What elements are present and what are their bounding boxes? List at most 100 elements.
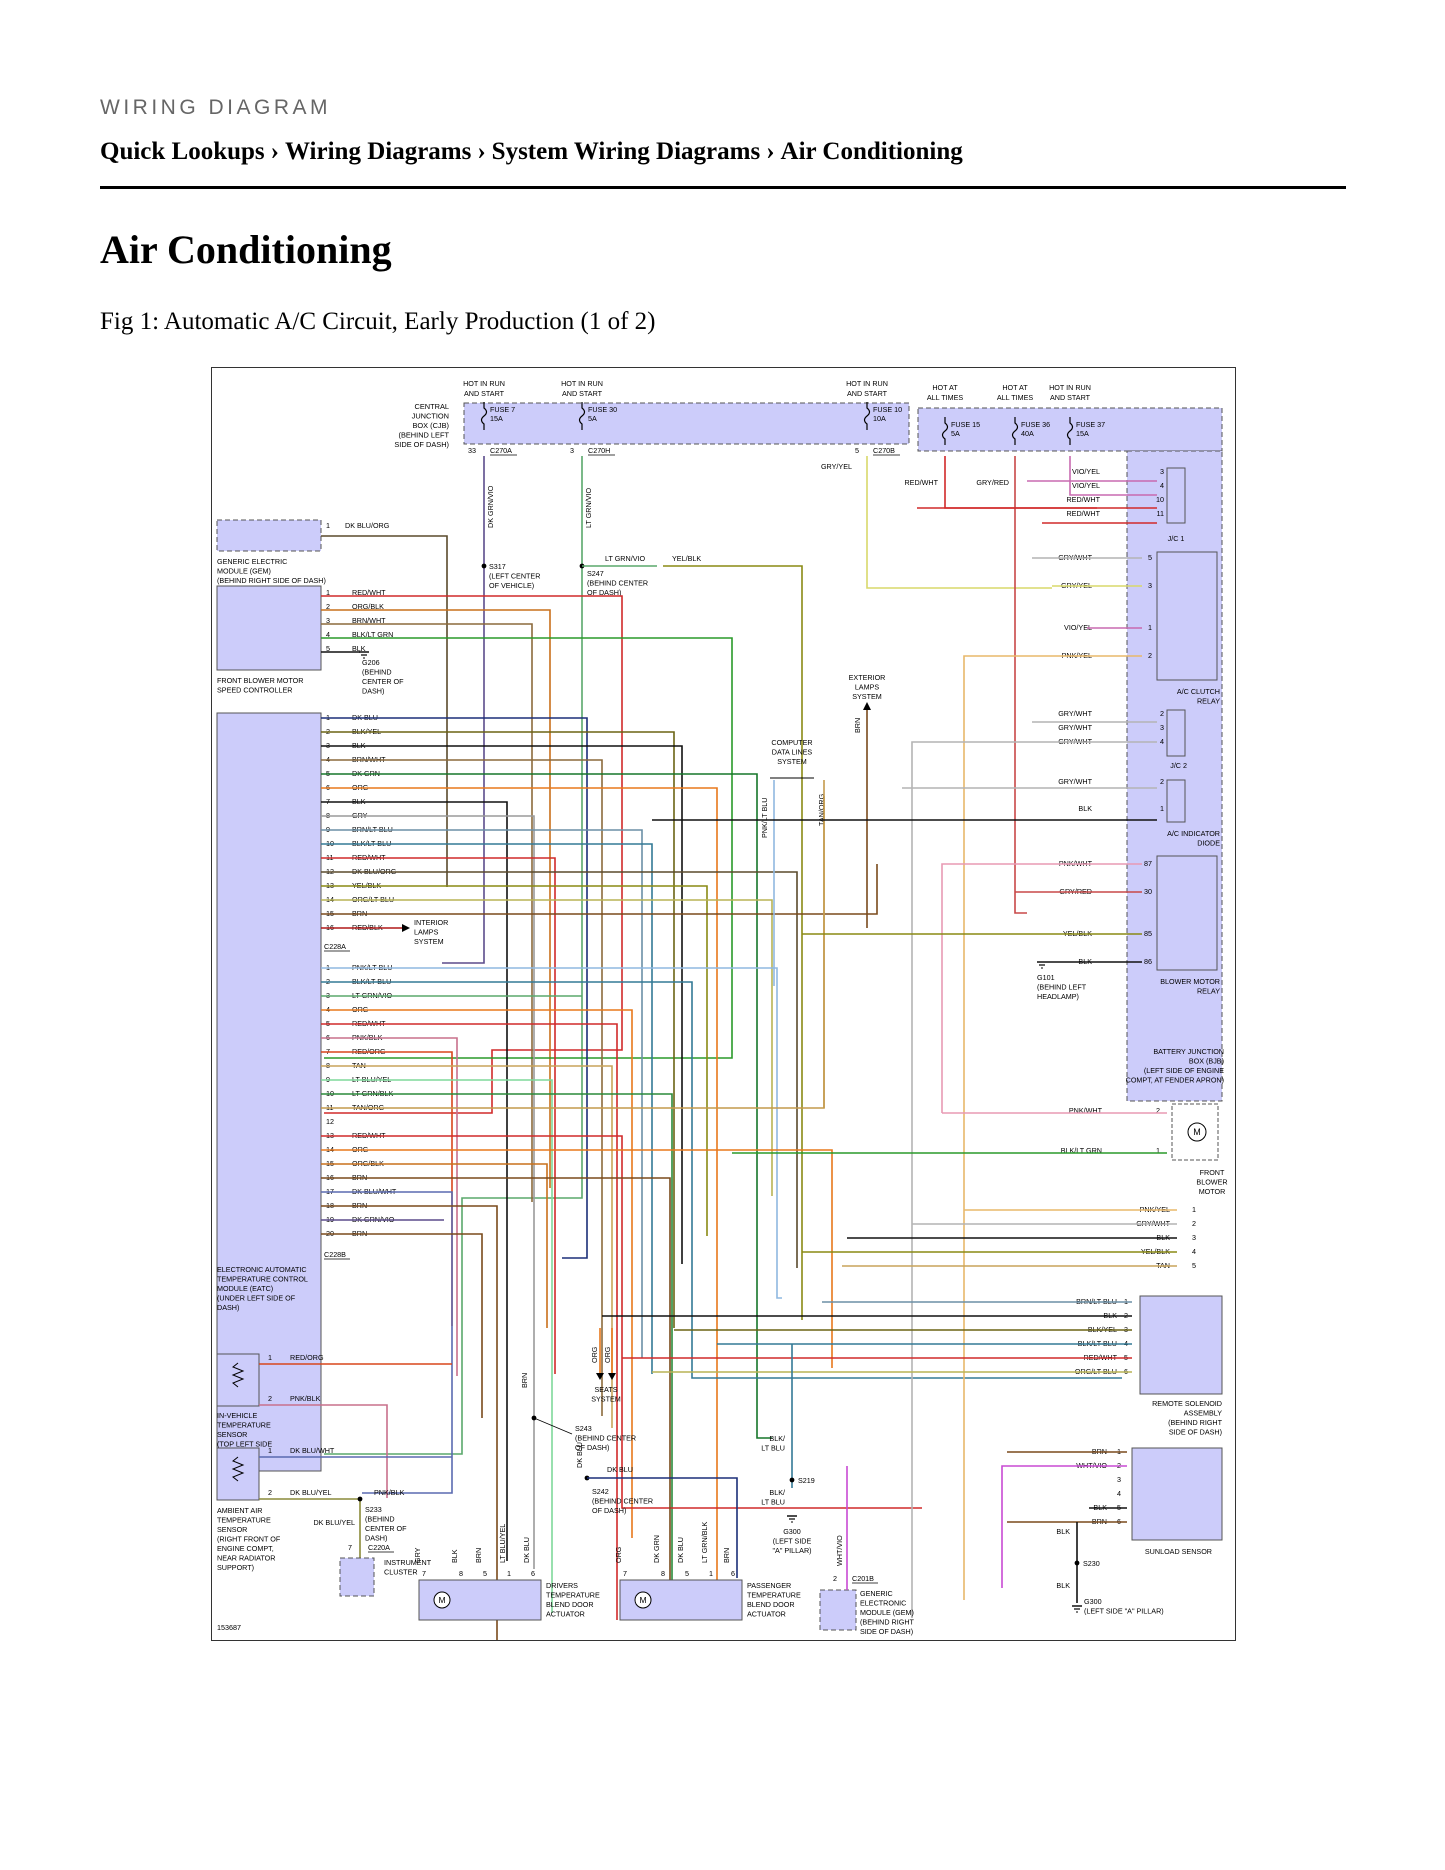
arrow-icon — [596, 1373, 604, 1380]
g101-label: HEADLAMP) — [1037, 992, 1079, 1001]
cjb-label: BOX (CJB) — [412, 421, 449, 430]
figure-caption: Fig 1: Automatic A/C Circuit, Early Prod… — [100, 308, 656, 335]
wire-dk-grn-vio — [442, 456, 485, 964]
s230-label: S230 — [1083, 1559, 1100, 1568]
s233-label: CENTER OF — [365, 1524, 407, 1533]
ac-clutch-label: A/C CLUTCH — [1177, 687, 1220, 696]
breadcrumb-separator: › — [766, 138, 775, 165]
connector-id: C201B — [852, 1574, 874, 1583]
s243-leader — [533, 1417, 573, 1435]
pin-number: 2 — [326, 602, 330, 611]
bjb-label: COMPT, AT FENDER APRON) — [1126, 1076, 1224, 1085]
eatc-label: (UNDER LEFT SIDE OF — [217, 1294, 296, 1303]
fuse-rating: 5A — [951, 429, 960, 438]
pin-number: 85 — [1144, 929, 1152, 938]
wire-label: RED/WHT — [1066, 509, 1100, 518]
pin-number: 3 — [326, 616, 330, 625]
ambient-label: AMBIENT AIR — [217, 1506, 262, 1515]
pin-number: 7 — [348, 1543, 352, 1552]
fuse-label: FUSE 15 — [951, 420, 980, 429]
wire-label: LT BLU — [761, 1498, 785, 1507]
wire-vio-yel — [1069, 456, 1157, 496]
wire-c228a-9 — [321, 829, 643, 1358]
g101-label: (BEHIND LEFT — [1037, 983, 1087, 992]
pin-number: 1 — [326, 588, 330, 597]
wire-c228a-14 — [321, 899, 773, 1196]
fuse-label: FUSE 30 — [588, 405, 617, 414]
instrument-cluster-box — [339, 1557, 375, 1597]
s317-label: (LEFT CENTER — [489, 572, 540, 581]
exterior-lamps-label: SYSTEM — [852, 692, 882, 701]
computer-data-label: DATA LINES — [772, 748, 813, 757]
jc1-box — [1166, 467, 1186, 524]
g300-a-label: (LEFT SIDE — [773, 1537, 812, 1546]
wire-label: RED/WHT — [904, 478, 938, 487]
s233-label: DASH) — [365, 1534, 387, 1543]
wire-label: DK BLU/ORG — [345, 521, 390, 530]
fuse-supply-label: ALL TIMES — [927, 393, 964, 402]
seats-system-label: SYSTEM — [591, 1395, 621, 1404]
wire-label: BLK/ — [769, 1434, 785, 1443]
wire-label: GRY/YEL — [821, 462, 852, 471]
wire-c228b-20 — [321, 1233, 483, 1418]
pin-number: 1 — [507, 1569, 511, 1578]
eatc-box — [216, 712, 322, 1472]
wire-label: BRN — [474, 1548, 483, 1563]
ambient-label: ENGINE COMPT, — [217, 1544, 274, 1553]
breadcrumb-item-air-conditioning[interactable]: Air Conditioning — [780, 138, 963, 165]
breadcrumb: Quick Lookups›Wiring Diagrams›System Wir… — [100, 138, 963, 166]
wire-label: DK BLU — [575, 1442, 584, 1468]
wire-c228a-2 — [321, 731, 675, 1328]
gem-bottom-label: GENERIC — [860, 1589, 893, 1598]
fuse-supply-label: AND START — [1050, 393, 1091, 402]
header-divider — [100, 186, 1346, 189]
wire-label: YEL/BLK — [672, 554, 701, 563]
pin-number: 4 — [1192, 1247, 1196, 1256]
blower-relay-label: BLOWER MOTOR — [1160, 977, 1220, 986]
connector-id: C228B — [324, 1250, 346, 1259]
pin-number: 3 — [1160, 467, 1164, 476]
driver-motor-icon — [433, 1591, 451, 1609]
pin-number: 6 — [531, 1569, 535, 1578]
breadcrumb-item-quick-lookups[interactable]: Quick Lookups — [100, 138, 265, 165]
ac-diode-label: A/C INDICATOR — [1167, 829, 1220, 838]
pin-number: 4 — [1160, 481, 1164, 490]
breadcrumb-item-system-wiring-diagrams[interactable]: System Wiring Diagrams — [491, 138, 761, 165]
wire-c228b-11 — [321, 796, 825, 1109]
drivers-actuator-label: ACTUATOR — [546, 1610, 585, 1619]
pin-number: 5 — [483, 1569, 487, 1578]
pin-number: 87 — [1144, 859, 1152, 868]
drivers-actuator-label: TEMPERATURE — [546, 1591, 600, 1600]
g300-a-label: G300 — [783, 1527, 801, 1536]
cjb-label: CENTRAL — [415, 402, 450, 411]
driver-motor-icon: M — [438, 1595, 445, 1605]
g300-b-label: G300 — [1084, 1597, 1102, 1606]
wire-blk-lt-grn — [321, 637, 733, 1059]
bjb-box — [1126, 450, 1223, 1102]
connector-pin: 5 — [855, 446, 859, 455]
wire-label: BRN/WHT — [352, 616, 386, 625]
in-vehicle-label: SENSOR — [217, 1430, 247, 1439]
computer-data-label: COMPUTER — [771, 738, 812, 747]
breadcrumb-item-wiring-diagrams[interactable]: Wiring Diagrams — [285, 138, 472, 165]
fuse-symbol — [480, 402, 488, 430]
fuse-rating: 5A — [588, 414, 597, 423]
wire-c228b-5 — [321, 1023, 618, 1620]
wire-label: LT GRN/VIO — [584, 488, 593, 528]
sunload-label: SUNLOAD SENSOR — [1145, 1547, 1212, 1556]
s247-label: S247 — [587, 569, 604, 578]
g300-b-label: (LEFT SIDE "A" PILLAR) — [1084, 1607, 1164, 1616]
s247-label: OF DASH) — [587, 588, 621, 597]
wire-lt-grn-vio — [324, 456, 583, 1455]
fuse-rating: 15A — [1076, 429, 1089, 438]
fuse-symbol — [863, 402, 871, 430]
interior-lamps-label: LAMPS — [414, 928, 439, 937]
blower-controller-label: FRONT BLOWER MOTOR — [217, 676, 303, 685]
pin-number: 86 — [1144, 957, 1152, 966]
arrow-icon — [608, 1373, 616, 1380]
wire-label: ORG/BLK — [352, 602, 384, 611]
wire-wht-vio — [1001, 1465, 1127, 1588]
wire-dk-blu-org — [321, 535, 448, 887]
connector-pin: 3 — [570, 446, 574, 455]
sunload-sensor-box — [1131, 1447, 1223, 1541]
